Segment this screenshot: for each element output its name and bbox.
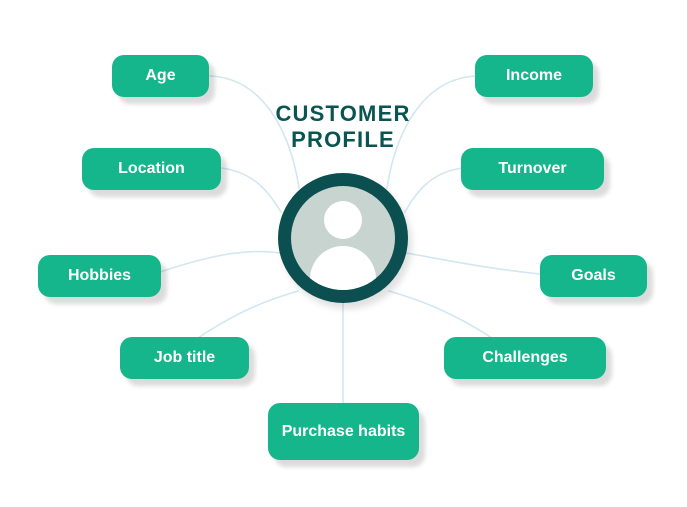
node-turnover: Turnover [461,148,604,190]
node-hobbies: Hobbies [38,255,161,297]
node-goals: Goals [540,255,647,297]
connector-location [220,167,282,213]
connector-goals [405,252,541,275]
node-purchase-habits: Purchase habits [268,403,419,460]
connector-hobbies [159,250,282,273]
connector-income [386,75,478,189]
node-income: Income [475,55,593,97]
connector-turnover [404,167,464,213]
customer-avatar-circle [278,173,408,303]
person-body-icon [310,246,376,290]
person-icon [291,186,395,290]
connector-challenges [388,290,493,339]
node-location: Location [82,148,221,190]
node-job-title: Job title [120,337,249,379]
diagram-title-line2: PROFILE [291,127,395,152]
node-age: Age [112,55,209,97]
connector-age [209,75,300,189]
diagram-title-line1: CUSTOMER [275,101,411,126]
node-challenges: Challenges [444,337,606,379]
connector-job-title [197,290,299,339]
person-head-icon [324,201,362,239]
diagram-title: CUSTOMER PROFILE [238,101,448,153]
